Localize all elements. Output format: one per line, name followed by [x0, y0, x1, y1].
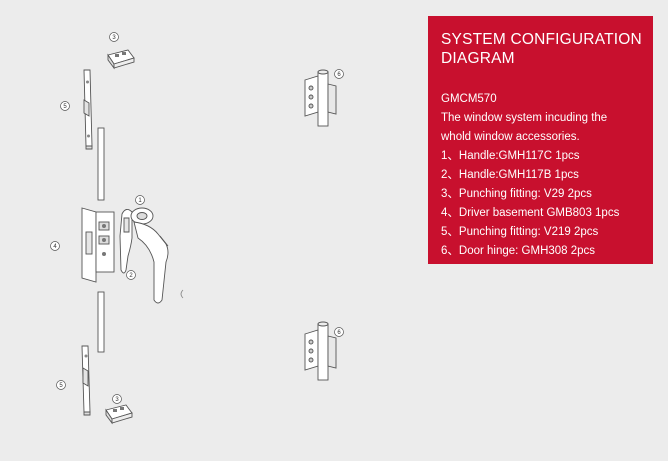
handle-2: [130, 207, 169, 304]
callout-label: 5: [63, 104, 67, 110]
callout-2: 2: [126, 270, 136, 280]
parts-list-item: 3、Punching fitting: V29 2pcs: [441, 188, 592, 200]
description-line-2: whold window accessories.: [441, 131, 580, 143]
callout-4: 4: [50, 241, 60, 251]
description-line-1: The window system incuding the: [441, 112, 608, 124]
parts-list-item: 6、Door hinge: GMH308 2pcs: [441, 245, 596, 257]
panel-title: SYSTEM CONFIGURATION DIAGRAM: [441, 30, 643, 68]
parts-list-item: 5、Punching fitting: V219 2pcs: [441, 226, 599, 238]
model-number: GMCM570: [441, 93, 497, 105]
callout-label: 1: [138, 198, 142, 204]
parts-list-item: 1、Handle:GMH117C 1pcs: [441, 150, 580, 162]
door-hinge-top: [304, 69, 337, 127]
callout-3-top: 3: [109, 32, 119, 42]
punching-fitting-bottom: [105, 404, 133, 425]
driving-rod-upper: [97, 127, 105, 201]
callout-label: 3: [112, 35, 116, 41]
system-info-panel: SYSTEM CONFIGURATION DIAGRAM GMCM570 The…: [428, 16, 653, 264]
punching-fitting-top: [107, 49, 135, 70]
callout-label: 6: [337, 72, 341, 78]
parts-list: 1、Handle:GMH117C 1pcs 2、Handle:GMH117B 1…: [441, 147, 643, 261]
callout-6-top: 6: [334, 69, 344, 79]
small-mark: [180, 289, 184, 299]
system-description: The window system incuding the whold win…: [441, 109, 643, 147]
callout-label: 4: [53, 244, 57, 250]
locking-plate-bottom: [81, 345, 91, 416]
driver-basement: [81, 207, 115, 283]
callout-label: 6: [337, 330, 341, 336]
locking-plate-top: [83, 69, 93, 150]
panel-title-line-1: SYSTEM CONFIGURATION: [441, 31, 642, 48]
callout-5-bottom: 5: [56, 380, 66, 390]
door-hinge-bottom: [304, 321, 337, 381]
configuration-diagram: 3 6 5 4 1 2 5 3 6: [50, 32, 344, 425]
panel-title-line-2: DIAGRAM: [441, 50, 515, 67]
callout-6-bottom: 6: [334, 327, 344, 337]
callout-label: 2: [129, 273, 133, 279]
callout-label: 5: [59, 383, 63, 389]
callout-3-bottom: 3: [112, 394, 122, 404]
parts-list-item: 2、Handle:GMH117B 1pcs: [441, 169, 579, 181]
driving-rod-lower: [97, 291, 105, 353]
callout-label: 3: [115, 397, 119, 403]
callout-5-top: 5: [60, 101, 70, 111]
handle-1: [119, 209, 133, 274]
parts-list-item: 4、Driver basement GMB803 1pcs: [441, 207, 620, 219]
callout-1: 1: [135, 195, 145, 205]
